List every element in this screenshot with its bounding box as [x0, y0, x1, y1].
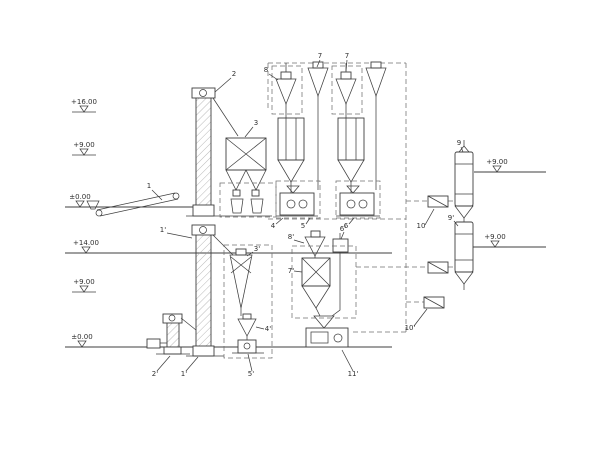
small-elevator-2b	[146, 313, 197, 355]
cyclone-8c	[304, 230, 326, 258]
elevation-text: ±0.00	[69, 193, 90, 201]
mixer-11b	[305, 315, 349, 348]
cyclone	[335, 63, 357, 118]
equipment-label-text: 6'	[340, 225, 346, 233]
equipment-label: 7'	[288, 267, 303, 275]
equipment-label: 2'	[152, 355, 171, 378]
elevation-marker: ±0.00	[70, 333, 94, 348]
equipment-label: 1'	[181, 356, 199, 378]
elevation-marker: +14.00	[73, 239, 99, 254]
equipment-label: 4	[271, 217, 284, 230]
equipment-label-text: 5	[301, 222, 305, 230]
equipment-label-text: 2'	[152, 370, 158, 378]
equipment-label: 11'	[341, 349, 359, 378]
mill-2	[335, 180, 381, 219]
cyclone	[275, 63, 297, 118]
equipment-label: 9'	[448, 214, 459, 227]
fan-3	[423, 296, 445, 309]
equipment-label: 6	[344, 217, 355, 230]
equipment-label: 5'	[247, 353, 254, 378]
equipment-label-text: 9'	[448, 214, 454, 222]
equipment-label-text: 8	[264, 66, 268, 74]
elevation-text: +9.00	[73, 141, 94, 149]
equipment-label: 7	[345, 52, 349, 72]
bucket-elevator-1b	[186, 224, 234, 357]
equipment-label-text: 3'	[254, 245, 260, 253]
dust-filter-9b	[454, 221, 474, 290]
equipment-label: 4'	[255, 325, 271, 333]
equipment-label-text: 4'	[265, 325, 271, 333]
dashed-enclosure	[223, 244, 273, 359]
equipment-label-text: 5'	[248, 370, 254, 378]
elevation-marker: +9.00	[72, 141, 96, 156]
dust-filter-9	[454, 140, 474, 222]
equipment-label: 9	[457, 139, 464, 153]
sifter-bin-1	[277, 117, 305, 193]
elevation-text: +14.00	[73, 239, 99, 247]
equipment-label-text: 1'	[160, 226, 166, 234]
fan-2	[427, 261, 449, 274]
fan-1	[427, 195, 449, 208]
elevation-marker: +9.00	[483, 233, 507, 248]
equipment-label: 10	[417, 208, 435, 230]
elevation-text: ±0.00	[71, 333, 92, 341]
equipment-label-text: 1'	[181, 370, 187, 378]
equipment-label-text: 9	[457, 139, 461, 147]
bucket-elevator-2	[191, 87, 239, 217]
equipment-label: 5	[301, 217, 311, 230]
bagging-5b	[232, 339, 264, 354]
equipment-label-text: 6	[344, 222, 349, 230]
equipment-label-text: 4	[271, 222, 276, 230]
bin-7b	[301, 257, 331, 317]
equipment-label: 7	[316, 52, 322, 68]
equipment-label: 6'	[340, 225, 346, 240]
equipment-label: 1'	[160, 226, 193, 239]
equipment-label: 3'	[246, 245, 260, 257]
elevation-marker: +9.00	[72, 278, 96, 293]
equipment-label-text: 11'	[348, 370, 359, 378]
elevation-text: +9.00	[486, 158, 507, 166]
equipment-label: 2	[214, 70, 236, 93]
equipment-label-text: 10	[417, 222, 426, 230]
cyclone	[365, 61, 387, 190]
double-cone-hopper-3	[219, 137, 277, 218]
equipment-label-text: 8'	[288, 233, 294, 241]
elevation-text: +9.00	[73, 278, 94, 286]
equipment-label-text: 7'	[288, 267, 294, 275]
equipment-label: 1	[147, 182, 163, 201]
equipment-label: 8	[264, 66, 279, 81]
elevation-marker: +9.00	[485, 158, 509, 173]
cyclone	[307, 61, 329, 190]
elevation-text: +16.00	[71, 98, 97, 106]
equipment-label: 8'	[288, 233, 305, 244]
duct-dashed-lines	[267, 62, 456, 333]
mill-1	[275, 180, 321, 219]
equipment-label-text: 2	[232, 70, 236, 78]
sifter-bin-2	[337, 117, 365, 193]
equipment-label-text: 10'	[405, 324, 416, 332]
belt-conveyor	[86, 192, 180, 217]
equipment-label-text: 3	[254, 119, 258, 127]
equipment-label-text: 7	[345, 52, 349, 60]
elevation-markers: +16.00 +9.00 ±0.00 +14.00 +9.00 ±0.00 +9…	[68, 98, 509, 348]
cyclone-4b	[237, 313, 257, 340]
elevation-marker: +16.00	[71, 98, 97, 113]
dashed-enclosure	[291, 245, 357, 319]
equipment-label-text: 7	[318, 52, 322, 60]
elevation-text: +9.00	[484, 233, 505, 241]
airlock-6b	[331, 233, 349, 317]
equipment-labels: 1 2 3 8 7 7 4 5 6 9 9' 10 10' 1' 1' 2' 3…	[147, 52, 464, 378]
equipment-label: 3	[244, 119, 258, 138]
equipment-label: 10'	[405, 308, 428, 332]
elevation-marker: ±0.00	[68, 193, 92, 208]
cyclone-3b	[229, 248, 253, 316]
equipment-label-text: 1	[147, 182, 151, 190]
